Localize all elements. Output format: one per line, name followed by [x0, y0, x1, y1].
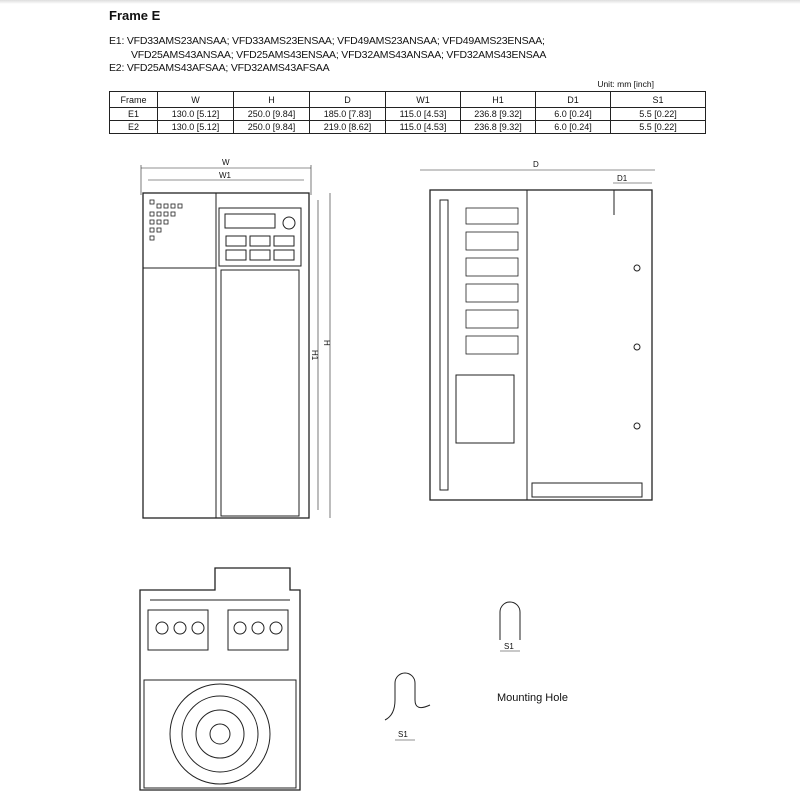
- table-row: E2 130.0 [5.12] 250.0 [9.84] 219.0 [8.62…: [109, 120, 706, 134]
- e2-models-line: E2: VFD25AMS43AFSAA; VFD32AMS43AFSAA: [109, 62, 330, 74]
- mounting-hole-drawing: S1 S1: [384, 601, 521, 741]
- model-list: E1: VFD33AMS23ANSAA; VFD33AMS23ENSAA; VF…: [109, 35, 546, 76]
- mounting-hole-label: Mounting Hole: [497, 692, 568, 704]
- table-header-row: Frame W H D W1 H1 D1 S1: [109, 91, 706, 108]
- e1-models-line1: E1: VFD33AMS23ANSAA; VFD33AMS23ENSAA; VF…: [109, 35, 545, 47]
- label-d1: D1: [617, 174, 628, 183]
- page-title: Frame E: [109, 8, 161, 23]
- unit-label: Unit: mm [inch]: [597, 79, 654, 89]
- label-s1-bottom: S1: [398, 730, 408, 739]
- top-shadow: [0, 0, 800, 4]
- cell: 250.0 [9.84]: [233, 120, 310, 134]
- side-view-drawing: D D1: [420, 160, 655, 501]
- label-h: H: [322, 340, 331, 346]
- label-w1: W1: [219, 171, 232, 180]
- label-w: W: [222, 158, 230, 167]
- label-d: D: [533, 160, 539, 169]
- label-h1: H1: [310, 350, 319, 361]
- bottom-view-drawing: [139, 567, 301, 791]
- front-view-drawing: W W1 H1 H: [140, 158, 331, 519]
- e1-models-line2: VFD25AMS43ANSAA; VFD25AMS43ENSAA; VFD32A…: [131, 48, 547, 61]
- label-s1-top: S1: [504, 642, 514, 651]
- dimension-table: Frame W H D W1 H1 D1 S1 E1 130.0 [5.12] …: [109, 91, 706, 134]
- cell: 6.0 [0.24]: [535, 120, 611, 134]
- cell: 5.5 [0.22]: [610, 120, 706, 134]
